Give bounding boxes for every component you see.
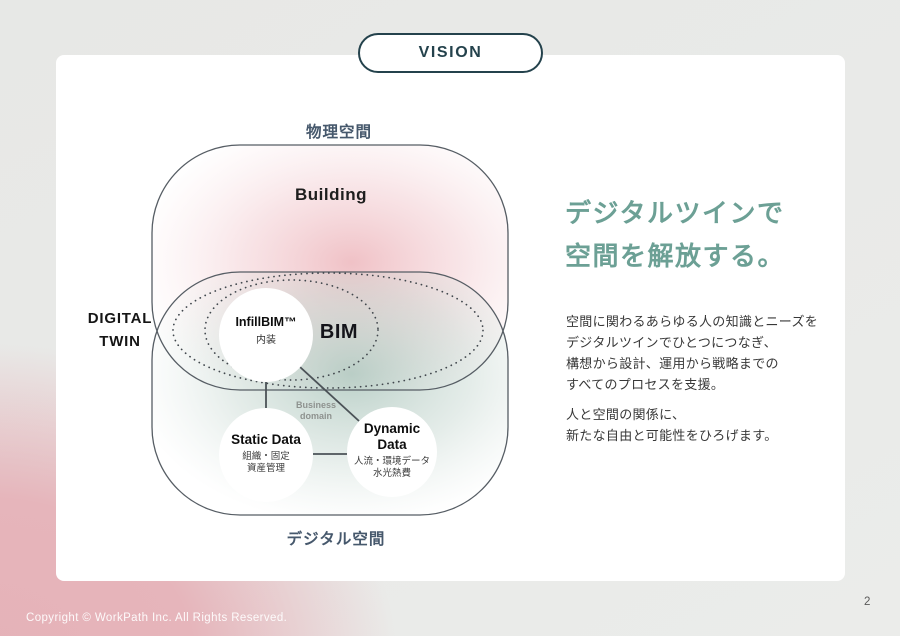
bim-label: BIM (319, 321, 359, 343)
paragraph-line: デジタルツインでひとつにつなぎ、 (566, 335, 777, 350)
paragraph-line: 新たな自由と可能性をひろげます。 (566, 428, 778, 443)
digital-twin-label: DIGITAL TWIN (50, 307, 190, 353)
business-domain-label: Business domain (274, 400, 358, 422)
vision-heading-line1: デジタルツインで (565, 198, 785, 228)
business-domain-line2: domain (299, 411, 332, 421)
static-data-line1: 組織・固定 (242, 451, 290, 462)
dynamic-data-circle (347, 407, 437, 497)
vision-badge: VISION (358, 33, 543, 73)
paragraph-line: 構想から設計、運用から戦略までの (566, 356, 779, 371)
infillbim-title: InfillBIM™ (235, 315, 297, 329)
digital-twin-label-line2: TWIN (99, 333, 141, 350)
page-number: 2 (864, 596, 871, 608)
dynamic-data-node-text: Dynamic Data 人流・環境データ 水光熱費 (317, 421, 467, 480)
vision-paragraph-2: 人と空間の関係に、 新たな自由と可能性をひろげます。 (566, 404, 778, 446)
bim-dotted-ellipse (204, 279, 379, 381)
static-data-node-text: Static Data 組織・固定 資産管理 (191, 432, 341, 475)
physical-space-label: 物理空間 (305, 124, 372, 141)
digital-twin-label-line1: DIGITAL (87, 310, 153, 327)
copyright-text: Copyright © WorkPath Inc. All Rights Res… (26, 612, 288, 624)
static-data-circle (219, 408, 313, 502)
infillbim-subtitle: 内装 (256, 335, 276, 346)
vision-badge-label: VISION (418, 44, 483, 61)
digital-twin-diagram (151, 144, 509, 516)
infillbim-node-text: InfillBIM™ 内装 (191, 314, 341, 347)
dynamic-data-line1: 人流・環境データ (353, 456, 430, 467)
business-domain-line1: Business (295, 400, 337, 410)
static-data-title: Static Data (231, 432, 301, 447)
digital-twin-dotted-ellipse (172, 272, 484, 389)
infillbim-dynamic-connector (299, 366, 360, 422)
static-data-line2: 資産管理 (246, 463, 285, 474)
paragraph-line: 空間に関わるあらゆる人の知識とニーズを (566, 314, 819, 329)
vision-heading-line2: 空間を解放する。 (565, 241, 786, 271)
dynamic-data-title-line1: Dynamic (363, 421, 421, 436)
digital-space-label: デジタル空間 (286, 531, 386, 548)
paragraph-line: すべてのプロセスを支援。 (566, 377, 725, 392)
vision-paragraph-1: 空間に関わるあらゆる人の知識とニーズを デジタルツインでひとつにつなぎ、 構想か… (566, 311, 818, 395)
vision-heading: デジタルツインで 空間を解放する。 (565, 192, 785, 278)
digital-space-blob-outline (151, 271, 509, 516)
building-label: Building (295, 185, 367, 204)
physical-space-blob-outline (151, 144, 509, 391)
infillbim-circle (219, 288, 313, 382)
dynamic-data-title-line2: Data (377, 437, 407, 452)
dynamic-data-line2: 水光熱費 (372, 468, 411, 479)
paragraph-line: 人と空間の関係に、 (566, 407, 686, 422)
